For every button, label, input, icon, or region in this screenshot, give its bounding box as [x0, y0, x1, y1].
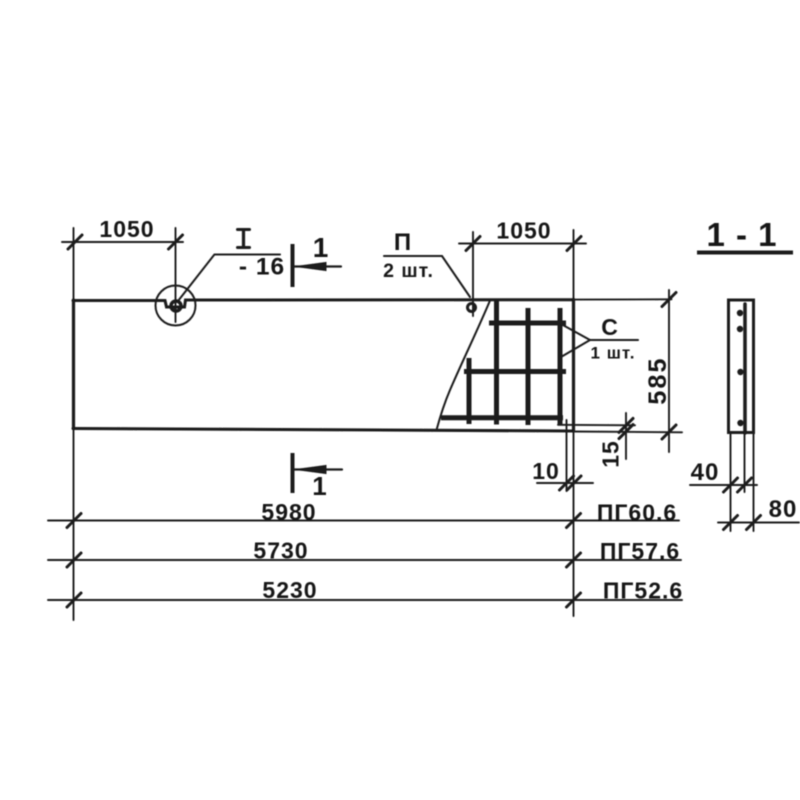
- svg-text:5980: 5980: [261, 499, 316, 525]
- svg-text:2 шт.: 2 шт.: [383, 260, 434, 282]
- svg-text:80: 80: [769, 496, 798, 523]
- svg-text:П: П: [394, 229, 412, 256]
- svg-text:ПГ52.6: ПГ52.6: [603, 578, 683, 604]
- svg-text:1 - 1: 1 - 1: [706, 216, 777, 253]
- svg-text:5730: 5730: [253, 538, 308, 564]
- svg-text:1: 1: [313, 232, 330, 263]
- svg-text:- 16: - 16: [239, 254, 285, 281]
- svg-text:5230: 5230: [262, 577, 317, 603]
- svg-text:15: 15: [598, 440, 624, 468]
- svg-text:ПГ60.6: ПГ60.6: [597, 500, 677, 526]
- svg-text:1050: 1050: [99, 216, 154, 242]
- svg-text:1 шт.: 1 шт.: [591, 344, 636, 363]
- svg-text:1: 1: [312, 471, 327, 501]
- svg-text:С: С: [601, 314, 619, 340]
- svg-text:1050: 1050: [496, 218, 551, 244]
- svg-text:40: 40: [691, 459, 720, 486]
- svg-text:585: 585: [644, 356, 672, 404]
- svg-text:10: 10: [532, 458, 560, 484]
- svg-text:ПГ57.6: ПГ57.6: [600, 538, 680, 564]
